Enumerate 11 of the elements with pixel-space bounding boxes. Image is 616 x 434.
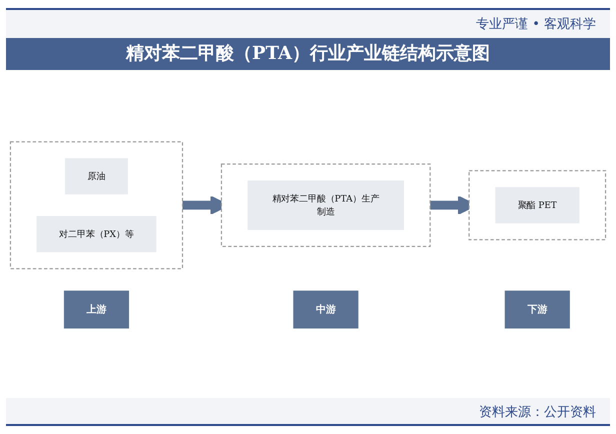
cluster bbox=[468, 170, 606, 240]
node-box: 中游 bbox=[293, 290, 358, 328]
node-box: 对二甲苯（PX）等 bbox=[36, 216, 156, 252]
title: 精对苯二甲酸（PTA）行业产业链结构示意图 bbox=[126, 43, 490, 65]
node-box: 下游 bbox=[504, 290, 570, 328]
node-box: 精对苯二甲酸（PTA）生产制造 bbox=[248, 180, 404, 230]
node-box: 上游 bbox=[64, 290, 130, 328]
source-note: 资料来源：公开资料 bbox=[479, 404, 596, 421]
cluster bbox=[10, 141, 184, 270]
cluster bbox=[220, 163, 431, 247]
slogan-text: 专业严谨 • 客观科学 bbox=[476, 16, 596, 33]
